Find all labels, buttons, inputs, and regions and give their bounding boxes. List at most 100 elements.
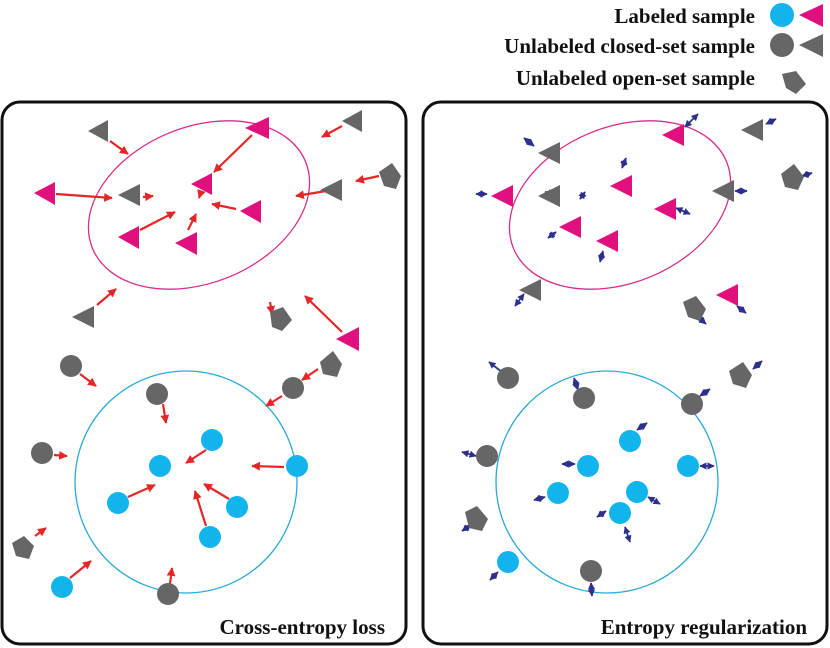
gray-circle-marker-icon [157,583,179,605]
ce-arrow [187,213,197,231]
ce-arrow [197,189,206,199]
right-panel-content: Entropy regularization [461,113,813,639]
left-panel [0,100,408,646]
gray-triangle-marker-icon [320,179,342,201]
triangle-marker-icon [175,232,197,255]
left-ce-arrows [34,125,380,585]
ce-arrow [160,403,170,424]
circle-marker-icon [497,551,519,573]
pentagon-marker-icon [729,362,752,388]
ce-arrow [79,373,97,387]
left-labeled-triangles [34,117,359,351]
circle-marker-icon [619,430,641,452]
entropy-arrow [752,360,763,370]
entropy-arrow [623,526,632,543]
ce-arrow [304,295,343,333]
ce-arrow [213,134,253,173]
right-closed-triangles [519,119,763,301]
entropy-arrow [675,207,691,215]
ce-arrow [355,174,380,184]
legend-labeled-triangle-icon [799,4,823,27]
pentagon-marker-icon [465,506,488,531]
entropy-arrow [620,157,628,169]
circle-marker-icon [201,429,223,451]
pentagon-marker-icon [781,164,804,190]
ce-arrow [321,125,343,138]
circle-marker-icon [609,502,631,524]
triangle-marker-icon [662,124,684,146]
pentagon-marker-icon [270,307,292,331]
entropy-arrow [514,293,525,307]
entropy-arrow [547,231,557,239]
left-labeled-circles [51,429,308,598]
circle-marker-icon [577,455,599,477]
left-panel-content: Cross-entropy loss [12,110,401,639]
triangle-marker-icon [34,182,55,205]
triangle-marker-icon [610,175,632,197]
ce-arrow [139,211,176,231]
circle-marker-icon [107,492,129,514]
ce-arrow [53,451,68,460]
pentagon-marker-icon [683,296,706,321]
ce-arrow [69,560,92,579]
triangle-marker-icon [716,284,738,306]
circle-marker-icon [286,455,308,477]
left-closed-circles [31,355,304,605]
triangle-marker-icon [191,173,212,195]
gray-triangle-marker-icon [712,180,734,202]
gray-triangle-marker-icon [538,142,560,164]
circle-marker-icon [626,481,648,503]
gray-circle-marker-icon [573,387,595,409]
entropy-arrow [578,191,587,200]
gray-circle-marker-icon [580,560,602,582]
circle-marker-icon [226,496,248,518]
circle-marker-icon [199,526,221,548]
triangle-marker-icon [336,327,359,351]
gray-circle-marker-icon [60,355,82,377]
right-panel-caption: Entropy regularization [601,615,808,639]
right-labeled-circles [497,430,699,573]
ce-arrow [203,483,230,500]
entropy-arrow [801,170,813,179]
triangle-marker-icon [240,200,261,223]
legend-open-pentagon-icon [782,71,806,94]
entropy-arrow [533,494,546,503]
ce-arrow [295,189,327,200]
legend-closed-triangle-icon [799,34,823,57]
circle-marker-icon [547,482,569,504]
ce-arrow [109,140,129,155]
ce-arrow [185,449,207,464]
ce-arrow [193,490,208,527]
triangle-marker-icon [654,198,676,220]
right-open-set-samples [465,164,804,531]
legend-labeled-label: Labeled sample [614,4,755,28]
legend-closed-label: Unlabeled closed-set sample [504,34,755,58]
left-triangle-cluster-ring [87,120,311,290]
entropy-arrow [736,305,747,314]
left-panel-caption: Cross-entropy loss [220,615,386,639]
ce-arrow [127,483,156,499]
ce-arrow [166,567,176,585]
gray-circle-marker-icon [31,442,53,464]
circle-marker-icon [677,455,699,477]
triangle-marker-icon [118,226,139,249]
entropy-arrow [647,496,661,505]
entropy-arrow [636,422,648,431]
right-closed-circles [476,367,703,582]
gray-triangle-marker-icon [118,184,140,206]
legend-labeled-circle-icon [770,3,794,27]
ce-arrow [96,288,117,306]
triangle-marker-icon [596,230,618,252]
right-circle-cluster-ring [495,370,719,594]
gray-circle-marker-icon [476,445,498,467]
entropy-arrow [523,137,535,147]
gray-triangle-marker-icon [741,119,763,141]
triangle-marker-icon [491,185,513,207]
triangle-marker-icon [559,216,581,238]
ce-arrow [55,192,113,202]
gray-triangle-marker-icon [342,110,362,132]
gray-triangle-marker-icon [72,306,94,328]
pentagon-marker-icon [12,536,34,559]
left-open-set-samples [12,163,401,559]
ce-arrow [265,395,283,407]
